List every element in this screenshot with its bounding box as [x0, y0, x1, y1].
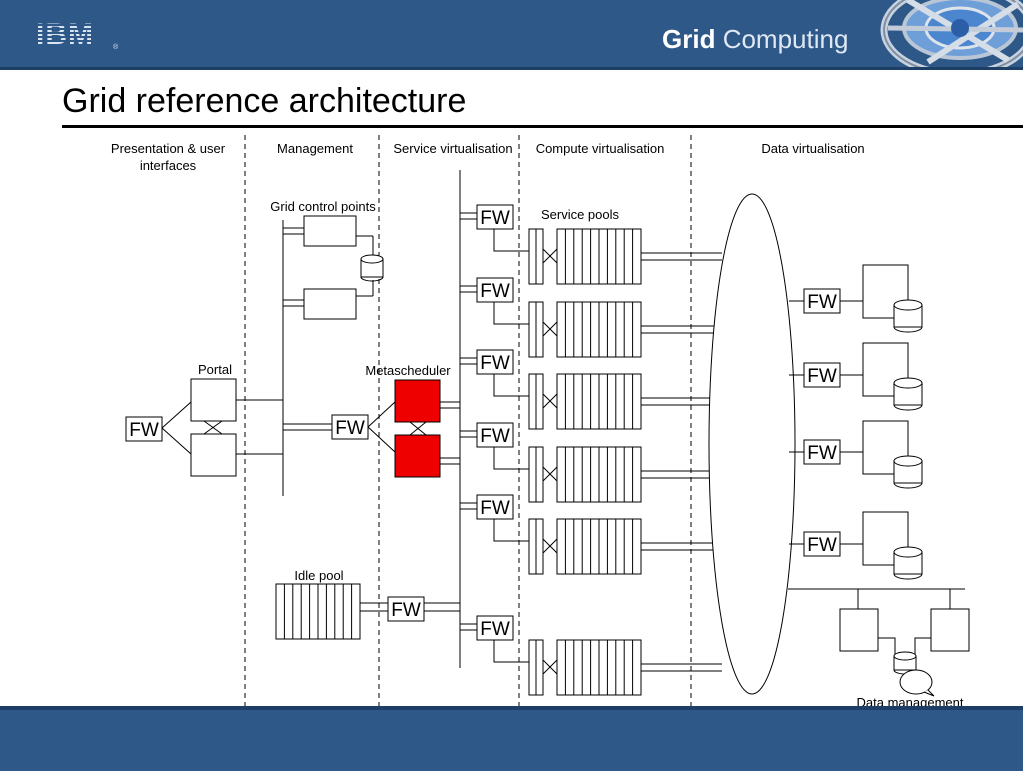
column-header-presentation-line1: Presentation & user	[111, 141, 226, 156]
column-header-presentation-line2: interfaces	[140, 158, 197, 173]
service-pool-rack-1	[556, 228, 642, 285]
firewall-portal	[125, 416, 163, 442]
firewall-data-4-label: FW	[807, 535, 837, 556]
data-management-links	[788, 588, 965, 656]
metascheduler-server-2	[394, 434, 441, 478]
portal-server-1	[190, 378, 237, 422]
column-header-compute-virtualisation: Compute virtualisation	[536, 141, 665, 156]
data-store-database-1	[893, 299, 923, 333]
metascheduler-server-1	[394, 379, 441, 423]
data-stores	[862, 264, 923, 580]
column-header-service-virtualisation: Service virtualisation	[393, 141, 512, 156]
portal-server-2	[190, 433, 237, 477]
firewall-service-1	[476, 204, 514, 230]
control-database-icon	[360, 254, 384, 282]
firewall-service-2	[476, 277, 514, 303]
idle-pool	[275, 583, 361, 640]
service-pool-6	[528, 639, 642, 696]
column-header-management: Management	[277, 141, 353, 156]
firewalls: FW FW FW FW FW FW FW FW FW FW FW FW FW	[125, 204, 841, 641]
grid-globe-icon	[868, 0, 1023, 67]
metascheduler-label: Metascheduler	[365, 363, 451, 378]
service-pool-1	[528, 228, 642, 285]
pool-connectors	[493, 229, 529, 663]
data-store-database-4	[893, 546, 923, 580]
firewall-data-3-label: FW	[807, 443, 837, 464]
service-pool-rack-6	[556, 639, 642, 696]
firewall-data-4	[803, 531, 841, 557]
firewall-service-4-label: FW	[480, 426, 510, 447]
firewall-portal-label: FW	[129, 420, 159, 441]
service-pool-rack-2	[556, 301, 642, 358]
architecture-diagram: Presentation & user interfaces Managemen…	[111, 135, 970, 706]
service-pool-rack-4	[556, 446, 642, 503]
service-pools-label: Service pools	[541, 207, 620, 222]
firewall-service-2-label: FW	[480, 281, 510, 302]
service-pools	[528, 228, 642, 696]
idle-pool-label: Idle pool	[294, 568, 343, 583]
service-pool-rack-5	[556, 518, 642, 575]
brand-light: Computing	[722, 24, 849, 54]
firewall-data-2-label: FW	[807, 366, 837, 387]
ibm-logo: IBM	[36, 18, 94, 51]
firewall-data-1-label: FW	[807, 292, 837, 313]
user-icon	[899, 669, 935, 697]
data-store-server-1	[862, 264, 909, 319]
service-pool-4	[528, 446, 642, 503]
control-point-server-2	[303, 288, 357, 320]
header-bar: IBM ® Grid Computing	[0, 0, 1023, 70]
firewall-data-2	[803, 362, 841, 388]
data-virtualisation-ellipse	[708, 193, 796, 695]
firewall-service-3	[476, 349, 514, 375]
firewall-idle-pool-label: FW	[391, 600, 421, 621]
service-pool-2	[528, 301, 642, 358]
service-pool-5	[528, 518, 642, 575]
firewall-service-4	[476, 422, 514, 448]
service-pool-rack-3	[556, 373, 642, 430]
footer-bar	[0, 706, 1023, 771]
firewall-data-1	[803, 288, 841, 314]
firewall-idle-pool	[387, 596, 425, 622]
firewall-service-3-label: FW	[480, 353, 510, 374]
service-pool-3	[528, 373, 642, 430]
firewall-service-6-label: FW	[480, 619, 510, 640]
slide-title: Grid reference architecture	[62, 82, 467, 120]
metascheduler-links	[409, 401, 460, 465]
data-management-server-1	[839, 608, 879, 652]
portal-label: Portal	[198, 362, 232, 377]
registered-mark: ®	[113, 44, 119, 51]
firewall-metascheduler-label: FW	[335, 418, 365, 439]
brand-bold: Grid	[662, 24, 716, 54]
firewall-service-6	[476, 615, 514, 641]
data-store-database-2	[893, 377, 923, 411]
control-point-server-1	[303, 215, 357, 247]
brand-title: Grid Computing	[662, 24, 848, 55]
firewall-service-1-label: FW	[480, 208, 510, 229]
title-underline	[62, 125, 1023, 128]
firewall-metascheduler	[331, 414, 369, 440]
portal-links	[161, 401, 223, 455]
management-bus	[236, 220, 396, 496]
data-management-label: Data management	[857, 695, 964, 706]
firewall-service-5-label: FW	[480, 498, 510, 519]
data-management-server-2	[930, 608, 970, 652]
service-bus-taps	[360, 212, 477, 631]
grid-control-points-label: Grid control points	[270, 199, 376, 214]
data-store-database-3	[893, 455, 923, 489]
pool-to-data-links	[641, 252, 722, 672]
column-header-data-virtualisation: Data virtualisation	[761, 141, 864, 156]
firewall-data-3	[803, 439, 841, 465]
firewall-service-5	[476, 494, 514, 520]
idle-pool-rack	[275, 583, 361, 640]
data-store-links	[789, 300, 863, 545]
